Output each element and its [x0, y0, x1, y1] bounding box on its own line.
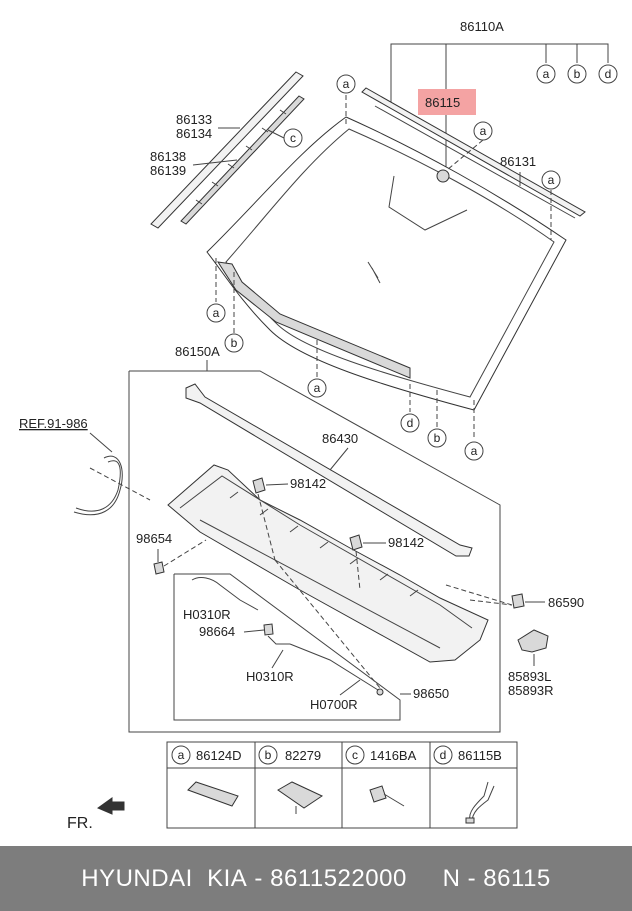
svg-text:a: a: [343, 77, 350, 91]
callout-a-glass-left: a: [206, 303, 226, 323]
label-86150a: 86150A: [175, 344, 220, 359]
legend-c: c 1416BA: [345, 745, 417, 807]
svg-text:c: c: [352, 748, 358, 762]
svg-text:a: a: [314, 381, 321, 395]
callout-a-glass-bottom: a: [307, 378, 327, 398]
windshield-glass: [206, 116, 567, 411]
svg-text:a: a: [471, 444, 478, 458]
legend-b: b 82279: [258, 745, 324, 814]
hose-h0310r-1: [191, 577, 259, 611]
label-h0310r-1: H0310R: [183, 607, 231, 622]
label-98142-a: 98142: [290, 476, 326, 491]
highlight-box: [418, 89, 476, 115]
label-h0310r-2: H0310R: [246, 669, 294, 684]
label-h0700r: H0700R: [310, 697, 358, 712]
rubber-block-icon: [187, 781, 239, 807]
left-side-molding: [150, 71, 305, 229]
callout-a-glass-top: a: [336, 74, 356, 94]
wire-sensor-icon: [469, 781, 495, 823]
hose-h0700r: [289, 643, 379, 691]
svg-text:a: a: [178, 748, 185, 762]
label-86133: 86133: [176, 112, 212, 127]
label-86430: 86430: [322, 431, 358, 446]
hose-h0310r-2: [267, 635, 290, 645]
svg-text:b: b: [434, 431, 441, 445]
footer-brand: HYUNDAI KIA: [81, 864, 248, 892]
callout-a-top-right: a: [536, 64, 556, 84]
hose-frame: [173, 573, 401, 721]
parts-diagram: 86110A a b d 86115 86133 86134 86138 861…: [19, 19, 618, 832]
callout-c-molding: c: [283, 128, 303, 148]
svg-text:a: a: [213, 306, 220, 320]
legend-b-part: 82279: [285, 748, 321, 763]
clip-98142-right: [349, 534, 363, 551]
label-85893r: 85893R: [508, 683, 554, 698]
callout-b-glass-bottom: b: [427, 428, 447, 448]
svg-text:a: a: [480, 124, 487, 138]
clip-98142-left: [252, 477, 266, 494]
label-86139: 86139: [150, 163, 186, 178]
callout-d-top-right: d: [598, 64, 618, 84]
label-86134: 86134: [176, 126, 212, 141]
label-ref: REF.91-986: [19, 416, 88, 431]
front-arrow-icon: [96, 797, 125, 815]
svg-text:b: b: [265, 748, 272, 762]
svg-text:a: a: [548, 173, 555, 187]
ref-seal: [73, 455, 123, 516]
label-98142-b: 98142: [388, 535, 424, 550]
legend-d-part: 86115B: [458, 748, 502, 763]
hose-end: [376, 688, 384, 696]
callout-a-glass-right: a: [541, 170, 561, 190]
callout-a-glass-bottom-right: a: [464, 441, 484, 461]
nozzle-98654: [153, 561, 165, 575]
label-86131: 86131: [500, 154, 536, 169]
clip-icon: [369, 785, 387, 803]
footer-name: N - 86115: [442, 864, 551, 892]
cowl-panel: [167, 464, 489, 663]
footer-bar: HYUNDAI KIA - 8611522000 N - 86115: [0, 846, 632, 911]
label-86115: 86115: [425, 95, 460, 110]
svg-text:d: d: [605, 67, 612, 81]
footer-part-number: 8611522000: [270, 864, 407, 892]
legend-a-part: 86124D: [196, 748, 242, 763]
svg-text:c: c: [290, 131, 296, 145]
legend-c-part: 1416BA: [370, 748, 417, 763]
label-98664: 98664: [199, 624, 235, 639]
svg-text:b: b: [574, 67, 581, 81]
label-85893l: 85893L: [508, 669, 551, 684]
svg-text:d: d: [407, 416, 414, 430]
legend-table: [166, 741, 518, 829]
label-86590: 86590: [548, 595, 584, 610]
callout-b-top-right: b: [567, 64, 587, 84]
label-98650: 98650: [413, 686, 449, 701]
label-fr: FR.: [67, 815, 93, 832]
callout-d-glass-bottom: d: [400, 413, 420, 433]
legend-a: a 86124D: [171, 745, 242, 807]
label-98654: 98654: [136, 531, 172, 546]
callout-b-glass-left: b: [224, 333, 244, 353]
legend-d: d 86115B: [433, 745, 502, 824]
bolt-86590: [511, 593, 525, 609]
svg-text:d: d: [440, 748, 447, 762]
connector-98664: [263, 623, 274, 636]
svg-text:b: b: [231, 336, 238, 350]
cover-85893: [517, 629, 549, 653]
callout-a-glass-center: a: [473, 121, 493, 141]
label-86110a: 86110A: [460, 19, 504, 34]
label-86138: 86138: [150, 149, 186, 164]
top-molding: [361, 87, 586, 219]
cowl-top-strip: [185, 383, 473, 557]
cowl-frame: [128, 370, 501, 733]
svg-text:a: a: [543, 67, 550, 81]
pad-icon: [277, 781, 324, 809]
